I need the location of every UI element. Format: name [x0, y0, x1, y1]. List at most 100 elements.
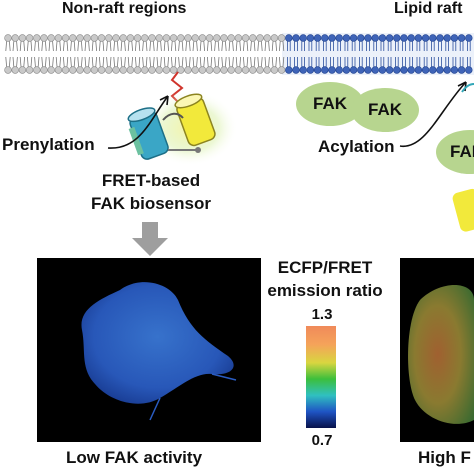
nonraft-lipid-head [133, 66, 142, 74]
lipid-tail [12, 56, 15, 67]
lipid-tail [63, 56, 65, 67]
lipid-tail [30, 41, 33, 52]
nonraft-lipid-head [33, 66, 41, 74]
lipid-tail [282, 56, 285, 67]
lipid-tail [178, 41, 180, 52]
lipid-tail [84, 56, 87, 67]
lipid-tail [23, 41, 25, 52]
nonraft-lipid-head [162, 34, 171, 42]
nonraft-lipid-head [83, 66, 91, 74]
raft-lipid-head [378, 34, 387, 42]
raft-lipid-head [306, 66, 315, 74]
high-activity-cell [408, 285, 474, 424]
lipid-tail [48, 41, 51, 52]
nonraft-lipid-head [61, 34, 70, 42]
lipid-tail [19, 56, 22, 67]
nonraft-lipid-head [263, 66, 271, 74]
lipid-tail [52, 56, 54, 67]
lipid-tail [27, 56, 29, 67]
raft-lipid-head [349, 66, 358, 74]
lipid-tail [106, 56, 108, 67]
lipid-tail [27, 41, 29, 52]
raft-lipid-head [450, 34, 459, 42]
lipid-tail [124, 41, 126, 52]
nonraft-lipid-head [76, 66, 84, 74]
acylation-label: Acylation [318, 137, 395, 156]
lipid-tail [66, 41, 69, 52]
lipid-tail [52, 41, 54, 52]
lipid-tail [189, 56, 191, 67]
nonraft-lipid-head [90, 34, 99, 42]
lipid-tail [88, 56, 90, 67]
lipid-tail [246, 41, 249, 52]
lipid-tail [156, 56, 159, 67]
raft-lipid-head [306, 34, 315, 42]
lipid-tail [185, 56, 187, 67]
lipid-tail [81, 56, 83, 67]
nonraft-lipid-head [69, 66, 77, 74]
nonraft-lipid-head [263, 34, 271, 42]
lipid-tail [271, 56, 274, 67]
raft-lipid-head [371, 34, 379, 42]
raft-lipid-head [436, 34, 444, 42]
lipid-tail [160, 41, 162, 52]
nonraft-lipid-head [105, 66, 113, 74]
raft-lipid-head [328, 66, 336, 74]
nonraft-lipid-head [141, 34, 149, 42]
lipid-tail [214, 56, 216, 67]
lipid-tail [55, 41, 58, 52]
fret-biosensor-icon [127, 93, 216, 160]
lipid-tail [257, 41, 259, 52]
yfp-fragment [452, 188, 474, 232]
raft-lipid-head [414, 34, 423, 42]
raft-lipid-head [414, 66, 423, 74]
raft-lipid-head [407, 66, 415, 74]
lipid-tail [163, 41, 166, 52]
nonraft-lipid-head [4, 34, 12, 42]
nonraft-lipid-head [213, 34, 221, 42]
fak-ellipse-2 [351, 88, 419, 132]
lipid-tail [59, 41, 61, 52]
lipid-tail [16, 56, 18, 67]
lipid-tail [174, 41, 177, 52]
raft-lipid-head [371, 66, 379, 74]
lipid-bilayer [4, 33, 474, 75]
nonraft-lipid-head [256, 66, 264, 74]
nonraft-lipid-head [241, 66, 250, 74]
lipid-tail [55, 56, 58, 67]
lipid-tail [117, 41, 119, 52]
lipid-tail [275, 41, 277, 52]
raft-lipid-head [393, 66, 401, 74]
nonraft-lipid-head [119, 66, 127, 74]
nonraft-lipid-head [227, 34, 235, 42]
lipid-tail [99, 56, 101, 67]
nonraft-lipid-head [241, 34, 250, 42]
lipid-tail [135, 56, 137, 67]
raft-lipid-head [443, 34, 451, 42]
lipid-tail [77, 41, 79, 52]
biosensor-label-line1: FRET-based [101, 171, 201, 190]
nonraft-lipid-head [112, 66, 120, 74]
nonraft-lipid-head [105, 34, 113, 42]
lipid-tail [73, 56, 76, 67]
raft-lipid-head [328, 34, 336, 42]
nonraft-lipid-head [76, 34, 84, 42]
nonraft-lipid-head [198, 66, 207, 74]
nonraft-lipid-head [54, 66, 63, 74]
nonraft-lipid-head [234, 66, 243, 74]
lipid-tail [5, 41, 7, 52]
lipid-tail [95, 56, 97, 67]
raft-lipid-head [429, 34, 437, 42]
lipid-tail [225, 41, 227, 52]
nonraft-lipid-head [133, 34, 142, 42]
teal-arrow-fragment [461, 83, 474, 93]
lipid-tail [63, 41, 65, 52]
low-activity-cell [81, 282, 234, 404]
lipid-tail [41, 56, 43, 67]
lipid-tail [225, 56, 227, 67]
nonraft-lipid-head [184, 66, 192, 74]
raft-lipid-head [407, 34, 415, 42]
color-scale-bar [306, 326, 336, 428]
lipid-tail [84, 41, 87, 52]
lipid-tail [9, 56, 11, 67]
